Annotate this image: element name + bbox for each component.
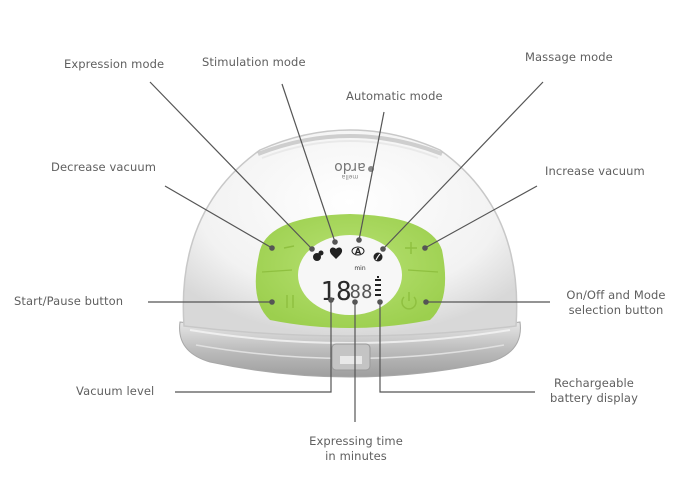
label-expressing-time: Expressing time in minutes bbox=[296, 434, 416, 464]
label-expression-mode: Expression mode bbox=[64, 57, 165, 71]
label-expressing-time-line1: Expressing time bbox=[309, 434, 403, 448]
label-automatic-mode: Automatic mode bbox=[346, 89, 443, 103]
label-rechargeable-battery: Rechargeable battery display bbox=[538, 376, 650, 406]
leader-increase-vacuum bbox=[424, 185, 538, 249]
time-readout: 88 bbox=[350, 281, 373, 303]
brand-logo: ardo mella bbox=[334, 159, 366, 180]
stimulation-mode-icon bbox=[329, 247, 343, 259]
label-stimulation-mode: Stimulation mode bbox=[202, 55, 306, 69]
label-increase-vacuum: Increase vacuum bbox=[545, 164, 645, 178]
lcd-display: A 18 min 88 bbox=[298, 235, 402, 315]
leader-decrease-vacuum bbox=[164, 185, 273, 249]
automatic-mode-icon: A bbox=[351, 246, 365, 256]
decrease-vacuum-button[interactable] bbox=[283, 245, 295, 249]
increase-vacuum-button[interactable] bbox=[405, 242, 417, 254]
label-massage-mode: Massage mode bbox=[525, 50, 613, 64]
leader-dots bbox=[269, 237, 429, 305]
battery-icon bbox=[375, 276, 381, 296]
leader-stimulation-mode bbox=[281, 83, 336, 243]
start-pause-button[interactable] bbox=[286, 295, 294, 308]
label-rechargeable-line2: battery display bbox=[550, 391, 638, 405]
svg-text:A: A bbox=[355, 247, 362, 256]
label-rechargeable-line1: Rechargeable bbox=[554, 376, 634, 390]
label-on-off-line2: selection button bbox=[568, 303, 664, 317]
svg-text:mella: mella bbox=[341, 173, 358, 180]
label-decrease-vacuum: Decrease vacuum bbox=[51, 160, 157, 174]
label-vacuum-level: Vacuum level bbox=[76, 384, 155, 398]
leader-expression-mode bbox=[149, 81, 313, 250]
base-tab bbox=[331, 343, 371, 371]
massage-mode-icon bbox=[373, 252, 383, 262]
label-on-off-line1: On/Off and Mode bbox=[566, 288, 666, 302]
leader-lines bbox=[148, 81, 550, 422]
expression-mode-icon bbox=[313, 250, 324, 261]
power-button[interactable] bbox=[401, 292, 417, 310]
leader-vacuum-level bbox=[175, 300, 332, 393]
vacuum-level-readout: 18 bbox=[320, 277, 351, 307]
label-expressing-time-line2: in minutes bbox=[325, 449, 387, 463]
svg-text:ardo: ardo bbox=[334, 159, 366, 175]
label-start-pause-button: Start/Pause button bbox=[14, 294, 124, 308]
leader-massage-mode bbox=[382, 81, 544, 250]
label-on-off-mode-button: On/Off and Mode selection button bbox=[552, 288, 680, 318]
time-unit: min bbox=[354, 265, 366, 272]
leader-battery bbox=[379, 302, 535, 393]
leader-automatic-mode bbox=[358, 111, 385, 241]
